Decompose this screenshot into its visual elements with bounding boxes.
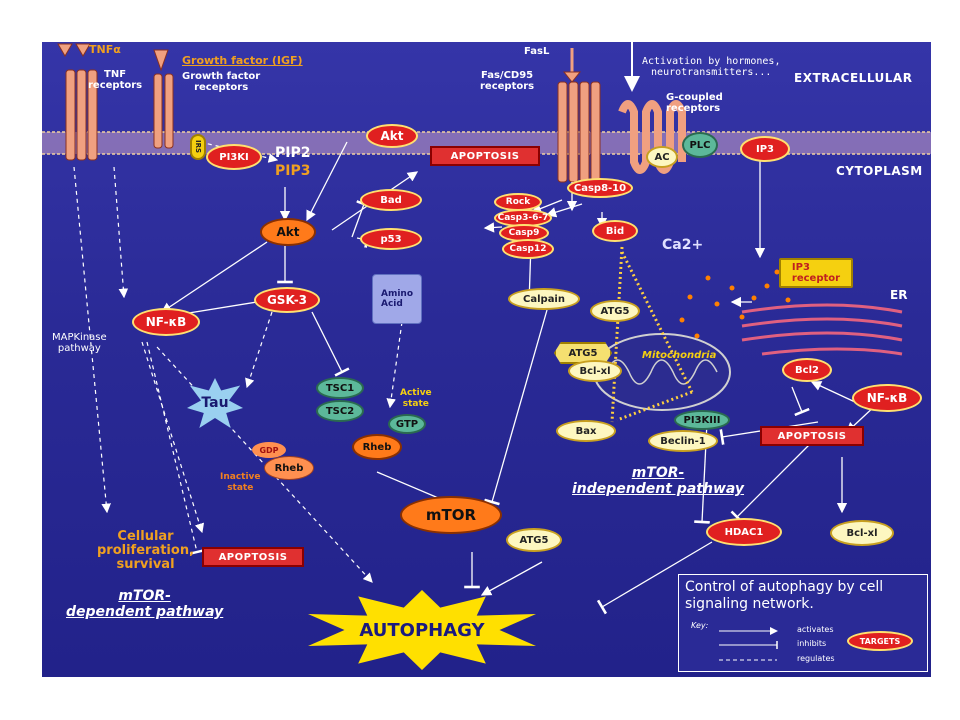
apoptosis-bottom-box: APOPTOSIS bbox=[202, 547, 304, 567]
active-state-label: Active state bbox=[400, 388, 432, 409]
apoptosis-top-box: APOPTOSIS bbox=[430, 146, 540, 166]
legend-inhibits: inhibits bbox=[797, 639, 827, 648]
g-coupled-receptor-shape bbox=[618, 100, 686, 174]
casp12-node: Casp12 bbox=[502, 239, 554, 259]
atg5-node-c: ATG5 bbox=[506, 528, 562, 552]
bad-node: Bad bbox=[360, 189, 422, 211]
pathway-diagram: TNFα TNF receptors Growth factor (IGF) G… bbox=[42, 42, 931, 677]
legend-key-label: Key: bbox=[691, 621, 709, 630]
p53-node: p53 bbox=[360, 228, 422, 250]
legend-targets-node: TARGETS bbox=[847, 631, 913, 651]
tnf-alpha-label: TNFα bbox=[89, 43, 121, 56]
gtp-node: GTP bbox=[388, 414, 426, 434]
ac-node: AC bbox=[646, 146, 678, 168]
calcium-label: Ca2+ bbox=[662, 237, 704, 253]
mtor-dependent-label: mTOR- dependent pathway bbox=[66, 588, 224, 620]
gsk3-node: GSK-3 bbox=[254, 287, 320, 313]
tsc1-node: TSC1 bbox=[316, 377, 364, 399]
ip3-receptor-node: IP3 receptor bbox=[779, 258, 853, 288]
bcl2-node: Bcl2 bbox=[782, 358, 832, 382]
bax-node: Bax bbox=[556, 420, 616, 442]
tnf-receptor-shape bbox=[57, 43, 98, 161]
cytoplasm-label: CYTOPLASM bbox=[836, 164, 923, 178]
legend-box: Control of autophagy by cell signaling n… bbox=[678, 574, 928, 672]
hdac1-node: HDAC1 bbox=[706, 518, 782, 546]
growth-factor-igf-label: Growth factor (IGF) bbox=[182, 54, 303, 67]
fasl-label: FasL bbox=[524, 46, 550, 57]
mtor-independent-label: mTOR- independent pathway bbox=[572, 465, 745, 497]
legend-title: Control of autophagy by cell signaling n… bbox=[685, 579, 884, 612]
growth-factor-receptors-label: Growth factor receptors bbox=[182, 71, 261, 93]
tsc2-node: TSC2 bbox=[316, 400, 364, 422]
akt-top-node: Akt bbox=[366, 124, 418, 148]
apoptosis-right-box: APOPTOSIS bbox=[760, 426, 864, 446]
er-shape bbox=[741, 303, 903, 356]
extracellular-label: EXTRACELLULAR bbox=[794, 71, 913, 85]
ip3-node: IP3 bbox=[740, 136, 790, 162]
akt-node: Akt bbox=[260, 218, 316, 246]
nfkb-left-node: NF-κB bbox=[132, 308, 200, 336]
pi3k1-node: PI3KI bbox=[206, 144, 262, 170]
amino-acid-node: Amino Acid bbox=[372, 274, 422, 324]
legend-activates: activates bbox=[797, 625, 834, 634]
casp8-10-node: Casp8-10 bbox=[567, 178, 633, 198]
fas-receptor-shape bbox=[557, 48, 601, 183]
activation-text: Activation by hormones, neurotransmitter… bbox=[642, 56, 781, 78]
inactive-state-label: Inactive state bbox=[220, 472, 261, 493]
gdp-node: GDP bbox=[252, 442, 286, 458]
bclxl-mito-node: Bcl-xl bbox=[568, 360, 622, 382]
mitochondria-label: Mitochondria bbox=[642, 350, 717, 361]
nfkb-right-node: NF-κB bbox=[852, 384, 922, 412]
bid-node: Bid bbox=[592, 220, 638, 242]
beclin1-node: Beclin-1 bbox=[648, 430, 718, 452]
legend-regulates: regulates bbox=[797, 654, 835, 663]
pip2-label: PIP2 bbox=[275, 145, 311, 161]
fas-cd95-label: Fas/CD95 receptors bbox=[480, 70, 535, 92]
growth-factor-receptor-shape bbox=[153, 49, 174, 149]
cellular-proliferation-label: Cellular proliferation, survival bbox=[97, 529, 195, 572]
pi3k3-node: PI3KIII bbox=[674, 410, 730, 430]
rheb-active-node: Rheb bbox=[352, 434, 402, 460]
rheb-inactive-node: Rheb bbox=[264, 456, 314, 480]
mtor-node: mTOR bbox=[400, 496, 502, 534]
irs-node: IRS bbox=[190, 134, 206, 160]
mapk-label: MAPKinase pathway bbox=[52, 332, 107, 354]
atg5-node-a: ATG5 bbox=[590, 300, 640, 322]
calpain-node: Calpain bbox=[508, 288, 580, 310]
bclxl-right-node: Bcl-xl bbox=[830, 520, 894, 546]
plc-node: PLC bbox=[682, 132, 718, 158]
er-label: ER bbox=[890, 288, 908, 302]
g-coupled-label: G-coupled receptors bbox=[666, 92, 723, 114]
legend-lines bbox=[719, 627, 778, 661]
tnf-receptors-label: TNF receptors bbox=[88, 69, 143, 91]
pip3-label: PIP3 bbox=[275, 163, 311, 179]
